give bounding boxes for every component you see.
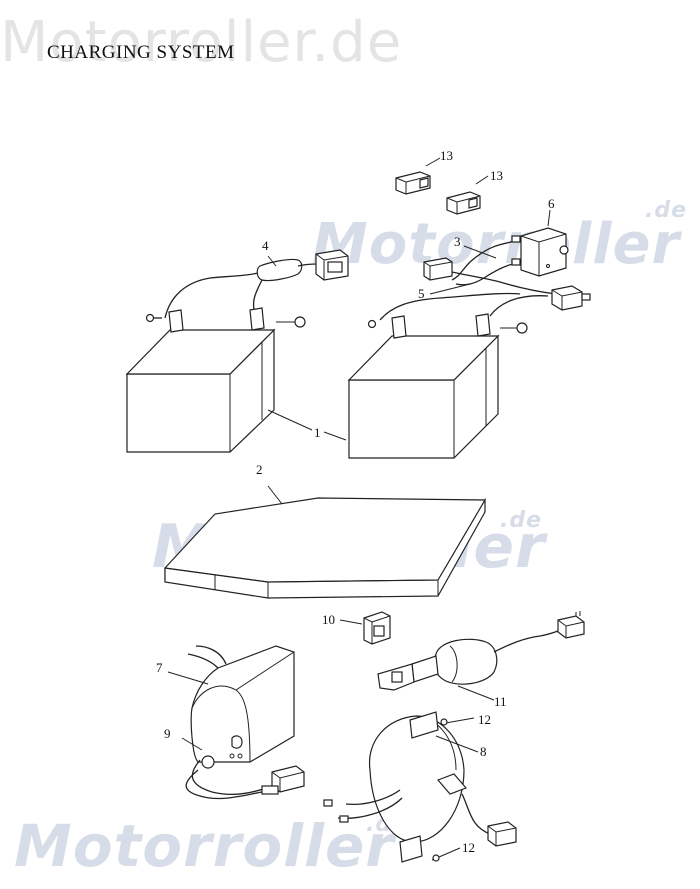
battery-1-left [125,307,306,453]
callout-7: 7 [156,660,163,675]
relay-10 [363,611,391,645]
callout-5: 5 [418,286,425,301]
watermark-suffix-middle: .de [500,508,543,533]
callout-1: 1 [314,425,321,440]
callout-10: 10 [322,612,335,627]
ignition-switch-11 [377,611,585,691]
connector-13-right [446,191,481,215]
callout-13-left: 13 [440,148,453,163]
battery-1-right [347,313,528,459]
callout-12-upper: 12 [478,712,491,727]
callout-6: 6 [548,196,555,211]
callout-2: 2 [256,462,263,477]
watermark-suffix-upper: .de [645,198,688,223]
callout-4: 4 [262,238,269,253]
callout-9: 9 [164,726,171,741]
harness-3-5 [379,235,591,321]
battery-mat-2 [164,497,486,599]
watermark-brand-bottom: Motorroller [14,812,395,880]
page-title: CHARGING SYSTEM [47,42,235,63]
callout-11: 11 [494,694,507,709]
connector-13-left [395,171,431,195]
regulator-6 [520,227,569,277]
cdi-unit-7 [185,645,305,800]
callout-13-right: 13 [490,168,503,183]
fuse-holder-4 [164,249,349,319]
callout-3: 3 [454,234,461,249]
watermark-brand-upper: Motorroller [312,212,681,277]
callout-8: 8 [480,744,487,759]
watermark-top-left: Motorroller.de [0,10,403,75]
stator-8 [323,711,517,863]
callout-12-lower: 12 [462,840,475,855]
